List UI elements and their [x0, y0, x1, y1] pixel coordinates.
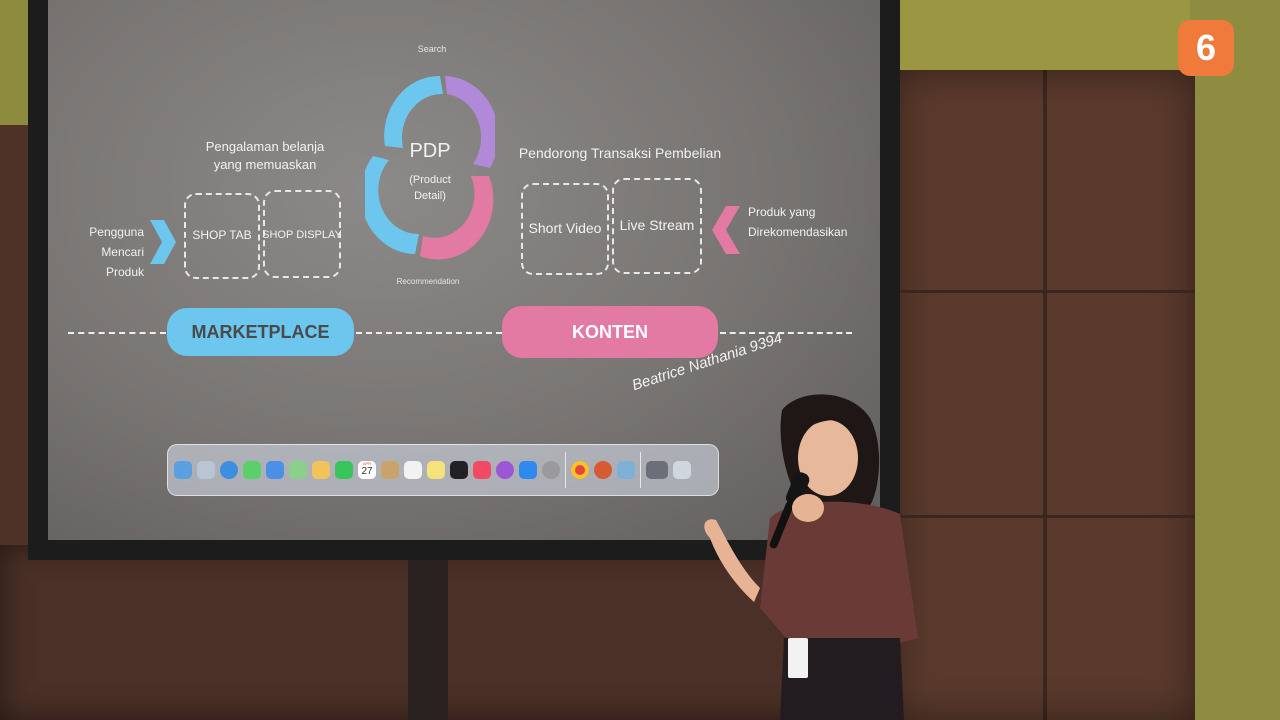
chevron-left-icon	[712, 206, 740, 254]
chrome-icon[interactable]	[571, 461, 589, 479]
photos-icon[interactable]	[312, 461, 330, 479]
wood-panels-bottom	[0, 545, 900, 720]
messages-icon[interactable]	[243, 461, 261, 479]
cycle-center-title: PDP	[409, 140, 451, 162]
left-section-title: Pengalaman belanja yang memuaskan	[205, 139, 325, 172]
screen-stand	[408, 560, 448, 720]
dock-divider	[565, 452, 566, 488]
preview-icon[interactable]	[617, 461, 635, 479]
safari-icon[interactable]	[220, 461, 238, 479]
cycle-segment-blue-bottom	[365, 156, 419, 254]
cycle-center-subtitle: (Product Detail)	[409, 174, 451, 202]
facetime-icon[interactable]	[335, 461, 353, 479]
calendar-day: 27	[361, 466, 373, 477]
presenter-skirt	[780, 638, 904, 720]
dock-divider	[640, 452, 641, 488]
podcasts-icon[interactable]	[496, 461, 514, 479]
cycle-segment-blue-top	[384, 75, 443, 148]
appstore-icon[interactable]	[519, 461, 537, 479]
microphone-handle	[769, 501, 794, 549]
chevron-right-icon	[150, 220, 176, 264]
trash-icon[interactable]	[673, 461, 691, 479]
presenter	[704, 394, 918, 720]
maps-icon[interactable]	[289, 461, 307, 479]
dotted-line-right	[720, 332, 852, 334]
cycle-segment-purple	[445, 76, 495, 168]
shop-tab-box	[184, 193, 260, 279]
panel-seam	[895, 290, 1195, 293]
panel-seam	[895, 515, 1195, 518]
left-side-label: Pengguna Mencari Produk	[89, 225, 144, 279]
presenter-hand-left	[704, 519, 760, 602]
mail-icon[interactable]	[266, 461, 284, 479]
id-badge	[788, 638, 808, 678]
finder-icon[interactable]	[174, 461, 192, 479]
short-video-label: Short Video	[528, 220, 602, 236]
presenter-face	[798, 420, 858, 496]
macos-dock: APR 27	[167, 444, 719, 496]
music-icon[interactable]	[473, 461, 491, 479]
cycle-label-recommendation: Recommendation	[396, 277, 460, 286]
cycle-label-search: Search	[417, 44, 447, 54]
calendar-month: APR	[362, 461, 372, 466]
contacts-icon[interactable]	[381, 461, 399, 479]
cycle-segment-pink	[420, 176, 494, 260]
presenter-fringe	[802, 404, 862, 432]
dotted-line-middle	[356, 332, 502, 334]
microphone	[785, 472, 810, 506]
tv-icon[interactable]	[450, 461, 468, 479]
dotted-line-left	[68, 332, 166, 334]
folder-icon[interactable]	[646, 461, 668, 479]
calendar-icon[interactable]: APR 27	[358, 461, 376, 479]
konten-pill: KONTEN	[502, 306, 718, 358]
settings-icon[interactable]	[542, 461, 560, 479]
notes-icon[interactable]	[427, 461, 445, 479]
shop-display-label: SHOP DISPLAY	[262, 229, 342, 241]
live-stream-label: Live Stream	[619, 217, 695, 233]
launchpad-icon[interactable]	[197, 461, 215, 479]
pdp-cycle-diagram	[365, 75, 495, 260]
powerpoint-icon[interactable]	[594, 461, 612, 479]
liputan6-logo-badge: 6	[1178, 20, 1234, 76]
short-video-box	[521, 183, 609, 275]
right-side-label: Produk yang Direkomendasikan	[748, 205, 848, 239]
marketplace-pill: MARKETPLACE	[167, 308, 354, 356]
right-section-title: Pendorong Transaksi Pembelian	[518, 145, 722, 161]
wall-right	[1190, 0, 1280, 720]
presenter-hand-right	[792, 494, 824, 522]
wall-top	[880, 0, 1200, 80]
live-stream-box	[612, 178, 702, 274]
shop-tab-label: SHOP TAB	[192, 228, 252, 242]
reminders-icon[interactable]	[404, 461, 422, 479]
shop-display-box	[263, 190, 341, 278]
wood-panels-right	[895, 70, 1195, 720]
